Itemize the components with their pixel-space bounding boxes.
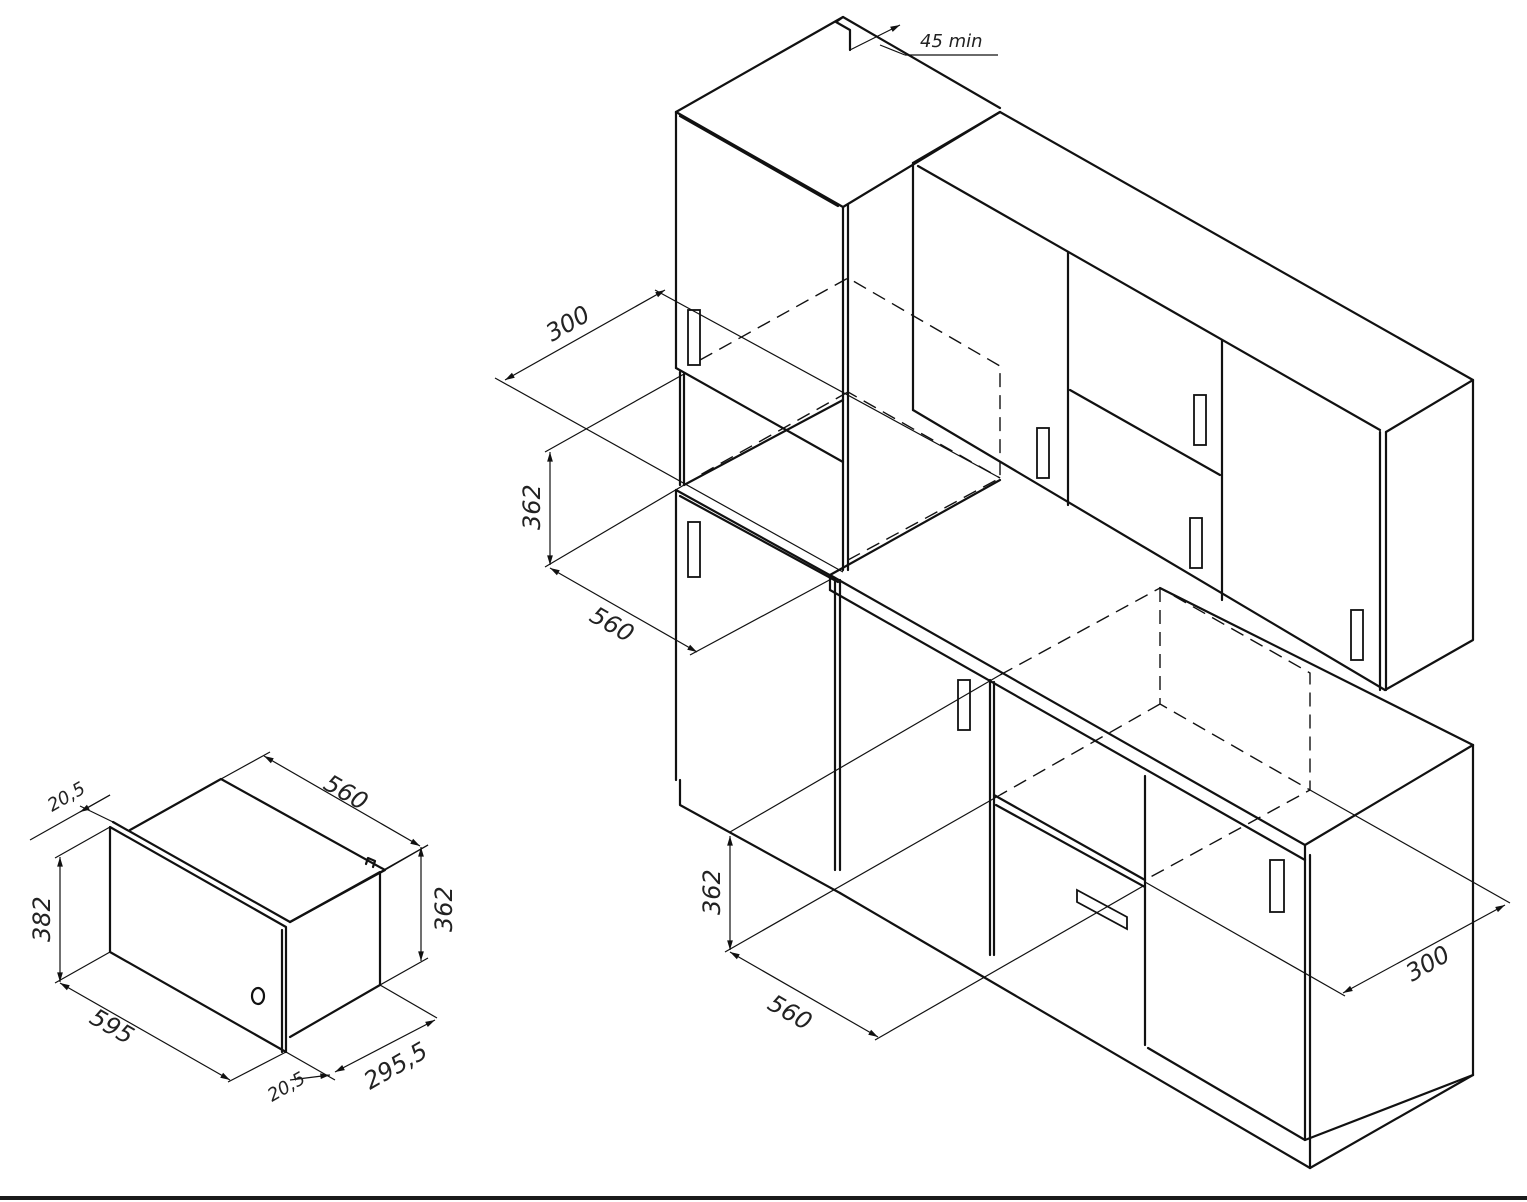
appliance-body-height-label: 362	[430, 886, 458, 932]
handle-icon	[1193, 394, 1207, 446]
appliance-depth-label: 560	[319, 769, 373, 816]
door-knob-icon	[250, 986, 266, 1006]
lower-niche-depth-label: 300	[1401, 940, 1455, 987]
microwave-appliance	[108, 777, 387, 1054]
appliance-overhang-bottom-label: 20,5	[264, 1068, 309, 1106]
handle-icon	[957, 679, 971, 731]
lower-niche-width-label: 560	[763, 989, 817, 1036]
bottom-border-rule	[0, 1196, 1527, 1200]
upper-niche-depth-label: 300	[541, 300, 595, 347]
handle-icon	[1189, 517, 1203, 569]
appliance-side-depth-label: 295,5	[359, 1037, 433, 1096]
upper-niche-outline	[699, 277, 1001, 561]
appliance-front-height-label: 382	[28, 896, 56, 942]
upper-niche-width-label: 560	[585, 601, 639, 648]
handle-icon	[1350, 609, 1364, 661]
handle-icon	[687, 521, 701, 578]
handle-icon	[1036, 427, 1050, 479]
handle-icon	[1269, 859, 1285, 913]
handle-icon	[687, 309, 701, 366]
upper-niche-height-label: 362	[518, 484, 546, 530]
appliance-width-label: 595	[85, 1003, 139, 1050]
clearance-label: 45 min	[920, 31, 983, 52]
kitchen-dimensions	[494, 24, 1511, 1041]
appliance-dimensions	[29, 751, 438, 1083]
lower-niche-height-label: 362	[698, 869, 726, 915]
lower-niche-outline	[999, 587, 1311, 881]
kitchen-cabinets	[674, 15, 1475, 1170]
